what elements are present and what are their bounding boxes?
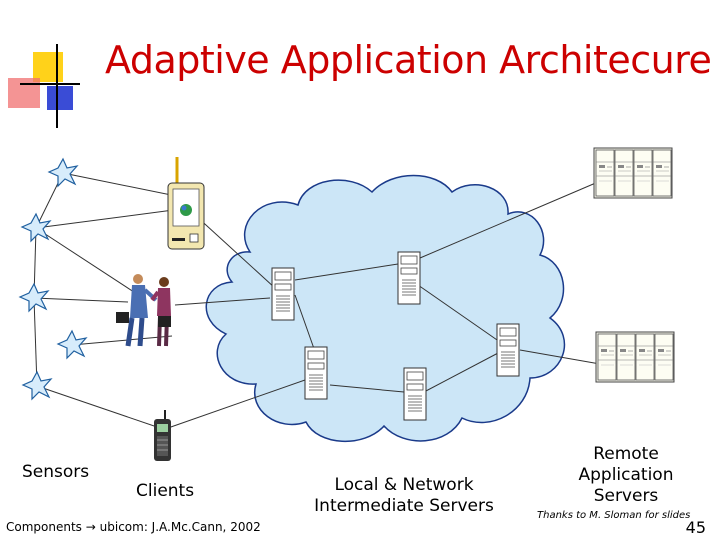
footer-suffix: ubicom: J.A.Mc.Cann, 2002 — [99, 520, 261, 534]
remote-servers-label-line2: Application — [578, 465, 674, 485]
thanks-credit: Thanks to M. Sloman for slides — [537, 510, 691, 521]
server-rack-icon — [595, 331, 675, 383]
remote-servers-label-line1: Remote — [593, 444, 659, 464]
page-number: 45 — [685, 518, 706, 537]
sensors-label: Sensors — [22, 462, 90, 482]
footer-credit: Components → ubicom: J.A.Mc.Cann, 2002 — [6, 520, 261, 534]
slide-title: Adaptive Application Architecure — [105, 38, 712, 82]
local-servers-label-line1: Local & Network — [334, 475, 474, 495]
local-servers-label-line2: Intermediate Servers — [314, 496, 494, 516]
mobile-phone-icon — [154, 410, 171, 461]
deco-blue-square — [47, 86, 73, 110]
sensor-icon — [48, 158, 78, 187]
server-tower-icon — [496, 323, 520, 377]
business-people-handshake-icon — [116, 274, 171, 347]
server-rack-icon — [593, 147, 673, 199]
server-tower-icon — [271, 267, 295, 321]
network-cloud — [205, 174, 566, 443]
right-arrow-icon: → — [85, 520, 96, 534]
local-servers-label: Local & Network Intermediate Servers — [312, 475, 496, 517]
server-tower-icon — [403, 367, 427, 421]
pda-handheld-icon — [167, 157, 205, 250]
title-decoration — [8, 44, 80, 128]
remote-servers-label: Remote Application Servers — [570, 444, 682, 507]
sensor-icon — [22, 371, 52, 400]
server-tower-icon — [397, 251, 421, 305]
footer-prefix: Components — [6, 520, 82, 534]
remote-servers-label-line3: Servers — [593, 486, 659, 506]
clients-label: Clients — [136, 481, 195, 501]
server-tower-icon — [304, 346, 328, 400]
